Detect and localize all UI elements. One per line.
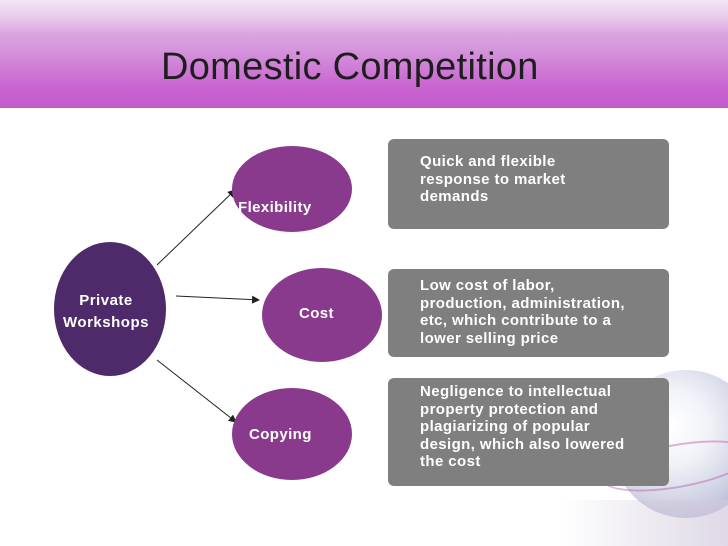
description-line: production, administration, — [420, 294, 625, 312]
header-shine — [0, 0, 728, 34]
description-line: demands — [420, 188, 489, 205]
factor-flexibility: Flexibility — [232, 146, 352, 232]
description-box-cost: Low cost of labor, production, administr… — [388, 269, 669, 357]
arrow-to-cost — [175, 295, 260, 304]
description-line: etc, which contribute to a — [420, 312, 612, 329]
hub-label-line1: Private — [79, 292, 133, 309]
factor-label: Cost — [299, 305, 334, 322]
arrow-to-copying — [156, 359, 237, 423]
description-box-flexibility: Quick and flexible response to market de… — [388, 139, 669, 229]
description-line: the cost — [420, 453, 481, 470]
factor-label: Copying — [249, 426, 312, 443]
description-line: Low cost of labor, — [420, 277, 555, 294]
arrow-to-flexibility — [156, 189, 236, 266]
description-line: lower selling price — [420, 329, 559, 347]
description-line: Quick and flexible — [420, 153, 556, 170]
factor-cost: Cost — [262, 268, 382, 362]
factor-label: Flexibility — [238, 199, 312, 216]
hub-private-workshops: Private Workshops — [54, 242, 166, 376]
factor-copying: Copying — [232, 388, 352, 480]
decorative-strip — [560, 500, 728, 546]
description-line: property protection and — [420, 400, 599, 418]
description-line: Negligence to intellectual — [420, 383, 612, 400]
slide-title: Domestic Competition — [161, 46, 539, 88]
description-line: response to market — [420, 170, 566, 188]
description-box-copying: Negligence to intellectual property prot… — [388, 378, 669, 486]
description-line: design, which also lowered — [420, 435, 625, 453]
description-line: plagiarizing of popular — [420, 418, 591, 435]
hub-label-line2: Workshops — [63, 314, 149, 331]
